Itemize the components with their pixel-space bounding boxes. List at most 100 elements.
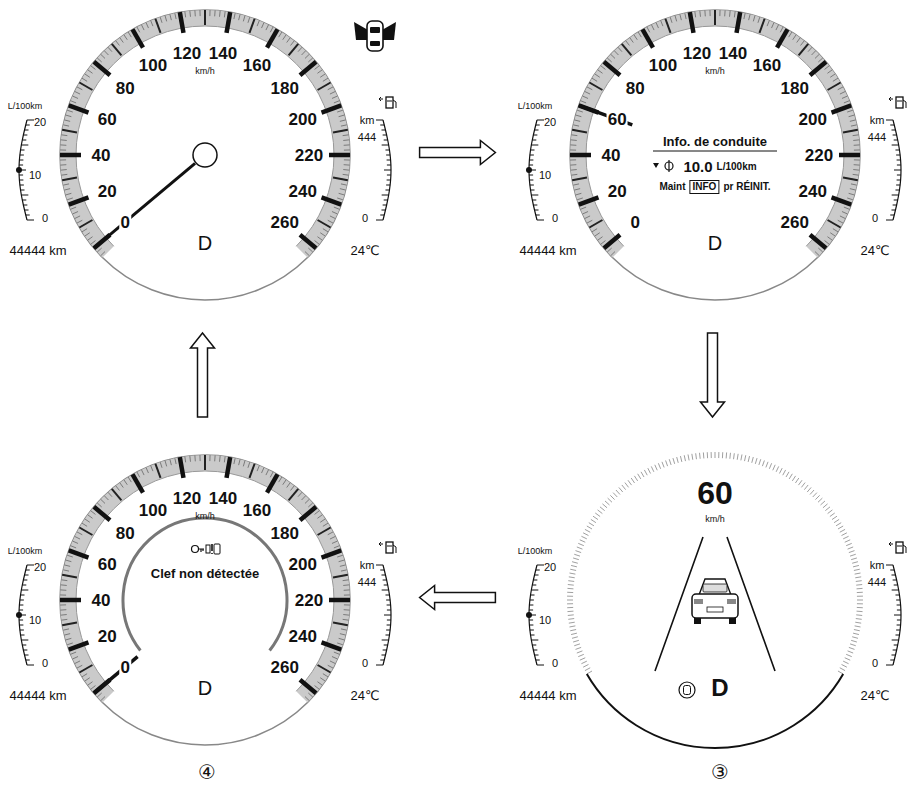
range-value: 444 [868, 577, 886, 588]
fine-tick [587, 220, 592, 223]
ring-dot [622, 485, 626, 490]
needle-hub [193, 143, 217, 167]
ring-dot [741, 454, 742, 460]
minor-tick [249, 19, 254, 33]
warning-message: Clef non détectée [151, 567, 259, 580]
minor-tick [714, 10, 716, 25]
fine-tick [825, 66, 830, 70]
major-tick [839, 153, 860, 158]
ring-dot [591, 519, 596, 522]
dial-number: 140 [208, 488, 238, 507]
scale-tick [27, 565, 34, 566]
fine-tick [341, 184, 347, 185]
fine-tick [97, 693, 101, 697]
fine-tick [66, 115, 72, 117]
major-tick [227, 12, 231, 33]
outside-temp: 24℃ [350, 689, 379, 702]
minor-tick [204, 455, 206, 470]
fine-tick [243, 461, 245, 467]
dial-number: 100 [138, 55, 168, 74]
fine-tick [248, 17, 250, 23]
scale-tick [27, 665, 34, 666]
ring-dot [856, 614, 862, 616]
ring-dot [752, 457, 754, 463]
ring-dot [838, 526, 843, 529]
fine-tick [124, 480, 127, 485]
dial-number: 100 [648, 55, 678, 74]
fine-tick [67, 198, 73, 200]
fine-tick [189, 456, 191, 462]
fine-tick [729, 11, 731, 17]
minor-tick [828, 83, 841, 91]
minor-tick [318, 665, 331, 673]
fine-tick [818, 248, 822, 252]
ring-dot [855, 622, 861, 624]
ring-dot [852, 562, 858, 564]
fine-tick [854, 144, 860, 145]
ring-dot [733, 453, 735, 459]
major-tick [180, 12, 184, 33]
fine-tick [330, 661, 335, 664]
major-tick [300, 507, 316, 520]
fine-tick [571, 139, 577, 141]
ring-dot [789, 474, 792, 479]
dial-number: 80 [115, 79, 136, 98]
fine-tick [308, 58, 312, 62]
minor-tick [759, 19, 764, 33]
fine-tick [323, 523, 328, 526]
dial-number: 260 [269, 657, 299, 676]
fine-tick [61, 174, 67, 176]
fine-tick [328, 532, 333, 535]
fine-tick [101, 54, 105, 58]
fine-tick [108, 492, 112, 496]
scale-tick [382, 590, 389, 591]
major-tick [737, 12, 741, 33]
fine-tick [827, 237, 832, 241]
ring-dot [577, 547, 583, 549]
minor-tick [828, 220, 841, 228]
dial-number: 20 [97, 181, 118, 200]
dial-rim [60, 455, 350, 745]
ring-dot [818, 498, 822, 502]
major-tick [300, 62, 316, 75]
fine-tick [234, 13, 235, 19]
fine-tick [340, 189, 346, 190]
ring-dot [795, 478, 798, 483]
fine-tick [340, 120, 346, 121]
gauge-panel: 020406080100120140160180200220240260km/h… [5, 445, 400, 750]
fine-tick [849, 193, 855, 195]
scale-value: 20 [34, 117, 46, 128]
major-tick [69, 550, 89, 557]
dial-number: 60 [607, 110, 628, 129]
fine-tick [104, 496, 108, 500]
dial-rim [570, 10, 860, 300]
ring-dot [848, 547, 854, 549]
range-unit: km [870, 560, 885, 571]
dial-number: 200 [798, 110, 828, 129]
fine-tick [328, 665, 333, 668]
fine-tick [812, 51, 816, 55]
fine-tick [60, 159, 66, 160]
fine-tick [583, 96, 588, 98]
fine-tick [73, 96, 78, 98]
ring-dot [849, 551, 855, 553]
dial-band [68, 463, 342, 697]
ring-dot [570, 569, 576, 570]
fine-tick [571, 174, 577, 176]
minor-tick [318, 83, 331, 91]
fine-tick [838, 220, 843, 223]
gear-indicator: D [198, 233, 212, 253]
scale-tick [894, 615, 901, 616]
fine-tick [82, 78, 87, 81]
major-tick [60, 153, 81, 158]
fine-tick [279, 32, 282, 37]
fine-tick [592, 78, 597, 81]
odometer: 44444 km [9, 689, 66, 702]
fine-tick [626, 41, 630, 46]
ring-dot [581, 536, 586, 539]
dial-number: 180 [269, 524, 299, 543]
ring-dot [666, 460, 668, 466]
range-unit: km [360, 560, 375, 571]
major-tick [777, 29, 788, 47]
minor-tick [112, 44, 122, 55]
